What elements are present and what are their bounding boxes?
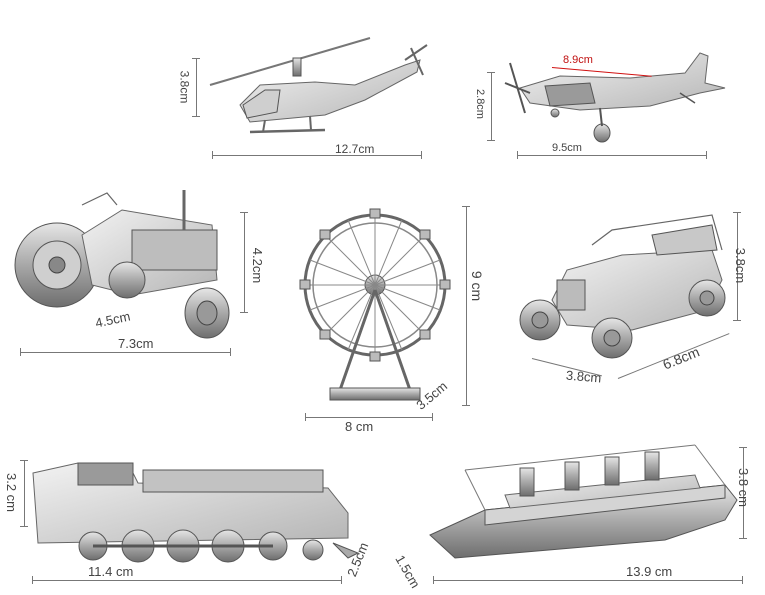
locomotive-width-label: 11.4 cm — [88, 564, 134, 579]
helicopter-image — [209, 37, 428, 134]
ship-depth-label: 1.5cm — [392, 552, 424, 591]
ship-width-label: 13.9 cm — [626, 564, 673, 579]
vintage-car-height-label: 3.8cm — [733, 247, 749, 284]
ferris-wheel-width-label: 8 cm — [345, 419, 374, 434]
locomotive-depth-label: 2.5cm — [344, 540, 372, 579]
ferris-wheel-image — [299, 208, 451, 401]
vintage-car-width-label: 6.8cm — [660, 343, 702, 373]
tractor-width-label: 7.3cm — [118, 336, 154, 351]
ferris-wheel-depth-label: 3.5cm — [413, 378, 451, 413]
vintage-car-depth-label: 3.8cm — [565, 367, 602, 386]
helicopter-height-label: 3.8cm — [177, 70, 192, 104]
airplane-span-label: 8.9cm — [563, 54, 593, 66]
tractor-depth-label: 4.5cm — [93, 308, 132, 331]
locomotive-height-label: 3.2 cm — [4, 472, 20, 513]
ship-height-label: 3.8 cm — [736, 467, 752, 508]
helicopter-width-label: 12.7cm — [335, 142, 375, 156]
vintage-car-image — [519, 214, 726, 359]
airplane-image — [504, 52, 726, 143]
airplane-height-label: 2.8cm — [473, 89, 486, 119]
tractor-height-label: 4.2cm — [250, 247, 266, 284]
airplane-width-label: 9.5cm — [552, 142, 582, 154]
ship-image — [429, 444, 738, 559]
locomotive-image — [32, 462, 360, 563]
tractor-image — [14, 190, 230, 339]
ferris-wheel-height-label: 9 cm — [469, 270, 486, 302]
